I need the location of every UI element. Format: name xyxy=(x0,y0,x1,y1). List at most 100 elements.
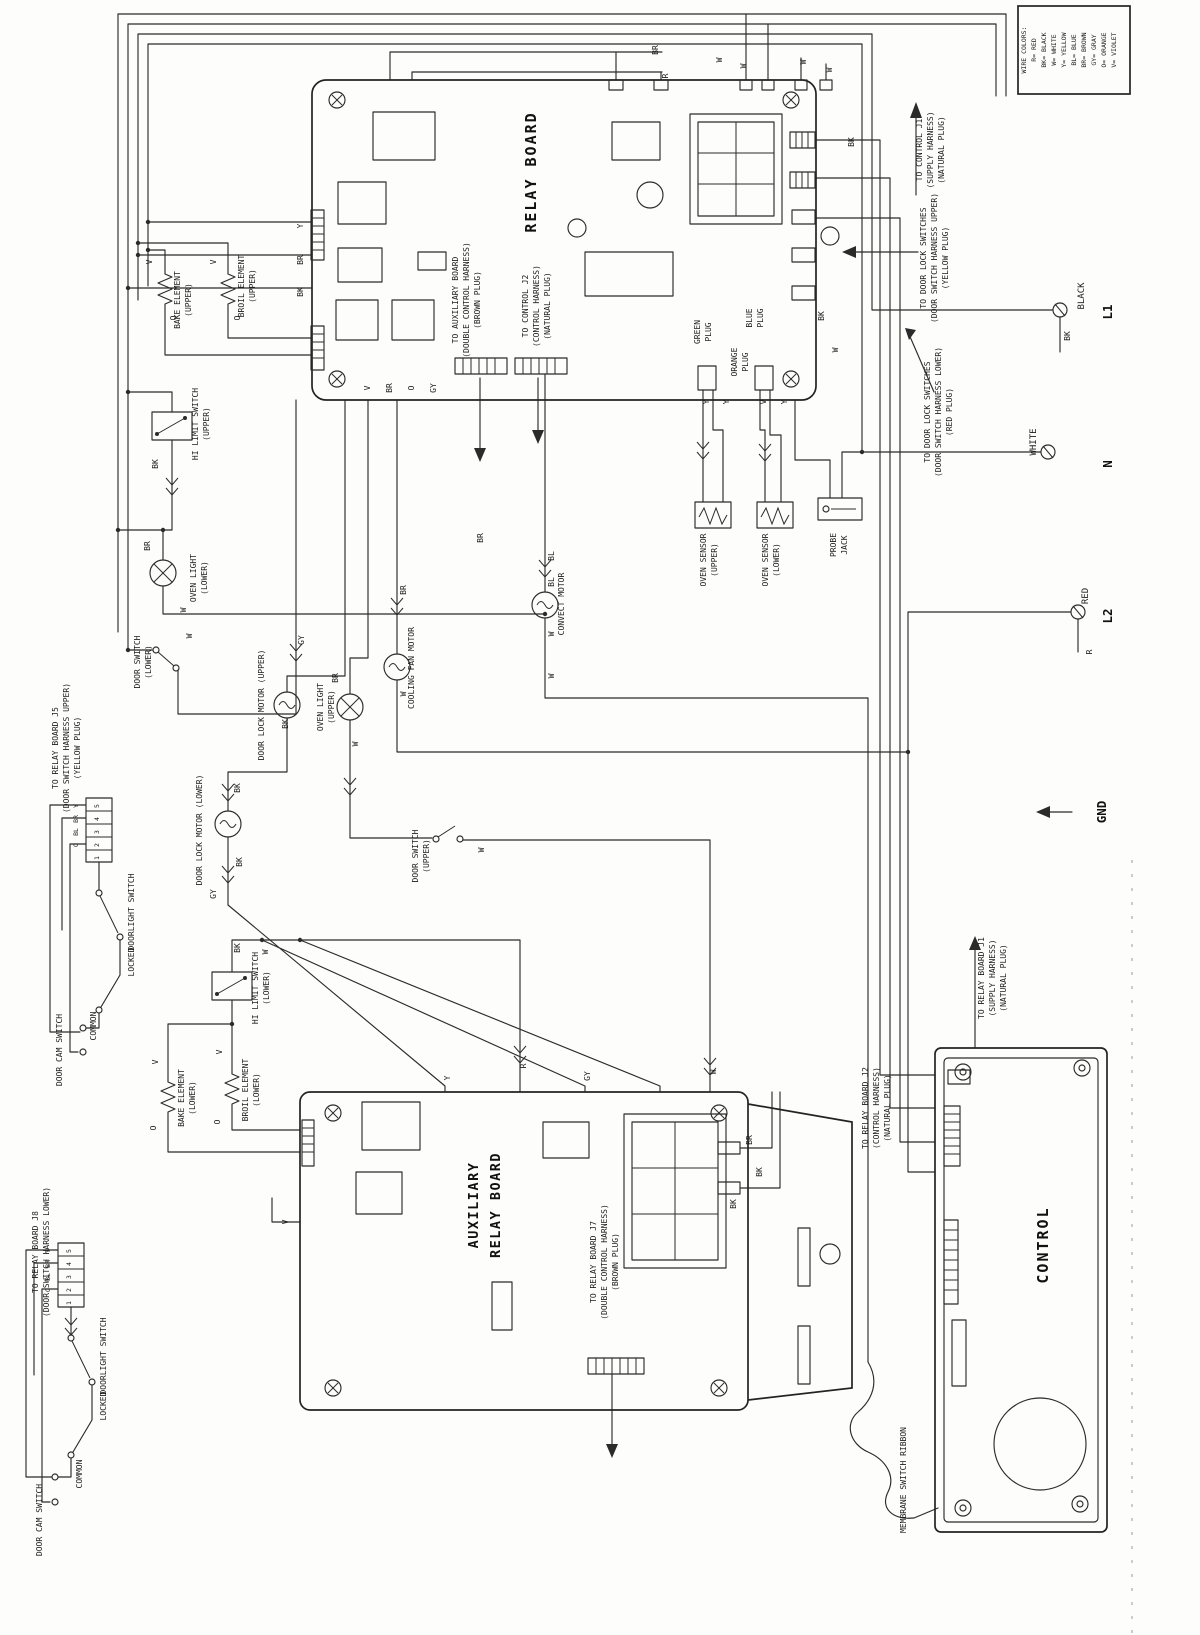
wire-label: Y xyxy=(296,223,305,228)
svg-text:(BROWN PLUG): (BROWN PLUG) xyxy=(611,1233,620,1291)
svg-text:OVEN SENSOR: OVEN SENSOR xyxy=(761,533,770,586)
wire-color-legend: WIRE COLORS: R= RED BK= BLACK W= WHITE Y… xyxy=(1017,5,1131,95)
svg-text:(LOWER): (LOWER) xyxy=(772,543,781,577)
svg-text:DOOR LOCK MOTOR (LOWER): DOOR LOCK MOTOR (LOWER) xyxy=(195,775,204,886)
leader-arrows xyxy=(474,102,1050,1458)
wire-label: GY xyxy=(583,1071,592,1081)
annotation-membrane-ribbon: MEMBRANE SWITCH RIBBON xyxy=(899,1427,908,1533)
svg-text:(DOUBLE CONTROL HARNESS): (DOUBLE CONTROL HARNESS) xyxy=(462,242,471,358)
wire-label: Y xyxy=(44,1249,52,1253)
svg-text:CONVECT MOTOR: CONVECT MOTOR xyxy=(557,573,566,636)
mounting-ear xyxy=(1071,1495,1089,1513)
screw-icon xyxy=(324,1379,342,1397)
wire-label: BL xyxy=(72,828,80,836)
wire-label: Y xyxy=(722,399,731,404)
broil-element-lower: BROIL ELEMENT (LOWER) xyxy=(224,1059,261,1121)
terminal-l1: BLACK L1 BK xyxy=(1052,282,1115,341)
annotation-green-plug: GREEN xyxy=(693,320,702,344)
wire-label: BR xyxy=(72,815,80,823)
door-lock-motor-lower: DOOR LOCK MOTOR (LOWER) xyxy=(195,775,242,886)
display-module xyxy=(689,113,783,225)
screw-icon xyxy=(782,91,800,109)
svg-text:L1: L1 xyxy=(1100,304,1115,319)
annotation-relay-j8: TO RELAY BOARD J8 xyxy=(31,1211,40,1293)
svg-text:R: R xyxy=(1085,649,1094,654)
wire-label: V xyxy=(281,1219,290,1224)
junction-dots xyxy=(115,219,911,1027)
probe-jack: PROBE JACK xyxy=(817,497,863,557)
svg-text:HI LIMIT SWITCH: HI LIMIT SWITCH xyxy=(251,952,260,1024)
svg-text:(SUPPLY HARNESS): (SUPPLY HARNESS) xyxy=(926,111,935,188)
wire-label: W xyxy=(709,1069,718,1074)
wire-label: GY xyxy=(297,635,306,645)
speaker-hole xyxy=(993,1397,1087,1491)
svg-text:(BROWN PLUG): (BROWN PLUG) xyxy=(473,271,482,329)
wire-label: W xyxy=(179,607,188,612)
svg-text:(UPPER): (UPPER) xyxy=(327,690,336,724)
wire-label: Y xyxy=(780,399,789,404)
hi-limit-switch-upper: HI LIMIT SWITCH (UPPER) xyxy=(151,388,211,460)
wire-label: BR xyxy=(44,1260,52,1268)
svg-text:BROIL ELEMENT: BROIL ELEMENT xyxy=(237,255,246,318)
wire-label: BK xyxy=(233,943,242,953)
wire-labels: BR R W W W W BK BK W Y BR BK V O V O BK … xyxy=(44,45,856,1292)
svg-text:(UPPER): (UPPER) xyxy=(248,269,257,303)
wire-label: W xyxy=(739,63,748,68)
svg-text:HI LIMIT SWITCH: HI LIMIT SWITCH xyxy=(191,388,200,460)
svg-text:(DOOR SWITCH HARNESS LOWER): (DOOR SWITCH HARNESS LOWER) xyxy=(934,347,943,477)
oven-sensor-upper: OVEN SENSOR (UPPER) xyxy=(694,501,732,586)
door-lock-motor-upper: DOOR LOCK MOTOR (UPPER) xyxy=(257,650,301,760)
door-switch-upper: DOOR SWITCH (UPPER) xyxy=(411,825,464,882)
wire-label: BR xyxy=(651,45,660,55)
relay-board: RELAY BOARD xyxy=(310,79,840,401)
svg-text:4: 4 xyxy=(65,1262,73,1266)
annotation-relay-j5: TO RELAY BOARD J5 xyxy=(51,707,60,789)
svg-text:4: 4 xyxy=(93,817,101,821)
svg-text:JACK: JACK xyxy=(840,535,849,554)
wire-label: O xyxy=(72,843,80,847)
svg-text:(CONTROL HARNESS): (CONTROL HARNESS) xyxy=(532,265,541,347)
svg-text:DOOR SWITCH: DOOR SWITCH xyxy=(411,829,420,882)
svg-text:N: N xyxy=(1100,460,1115,468)
connector-strip xyxy=(454,357,508,375)
annotation-to-control-j1: TO CONTROL J1 xyxy=(915,119,924,182)
wire-label: GY xyxy=(209,889,218,899)
svg-text:BAKE ELEMENT: BAKE ELEMENT xyxy=(177,1069,186,1127)
wire-label: V xyxy=(151,1059,160,1064)
bake-element-lower: BAKE ELEMENT (LOWER) xyxy=(160,1069,197,1127)
svg-text:2: 2 xyxy=(93,843,101,847)
wire-label: O xyxy=(407,385,416,390)
annotation-to-control-j2: TO CONTROL J2 xyxy=(521,275,530,338)
svg-text:R= RED: R= RED xyxy=(1030,38,1038,62)
wire-label: W xyxy=(799,59,808,64)
svg-text:COMMON: COMMON xyxy=(89,1011,98,1040)
wire-label: O xyxy=(149,1125,158,1130)
wire-label: BR xyxy=(476,533,485,543)
wire-label: W xyxy=(477,847,486,852)
wire-label: W xyxy=(261,949,270,954)
svg-text:BAKE ELEMENT: BAKE ELEMENT xyxy=(173,271,182,329)
svg-text:(UPPER): (UPPER) xyxy=(184,283,193,317)
screw-icon xyxy=(324,1104,342,1122)
svg-text:GY= GRAY: GY= GRAY xyxy=(1090,34,1098,65)
mounting-ear xyxy=(1073,1059,1091,1077)
wire-label: BK xyxy=(233,783,242,793)
screw-icon xyxy=(328,91,346,109)
terminal-gnd: GND xyxy=(1094,801,1109,824)
wire-label: W xyxy=(547,631,556,636)
wire-label: BK xyxy=(755,1167,764,1177)
wire-label: V xyxy=(759,399,768,404)
wire-label: BR xyxy=(296,255,305,265)
wire-label: O xyxy=(44,1288,52,1292)
svg-text:COOLING FAN MOTOR: COOLING FAN MOTOR xyxy=(407,627,416,709)
broil-element-upper: BROIL ELEMENT (UPPER) xyxy=(220,255,257,318)
annotation-to-aux-board: TO AUXILIARY BOARD xyxy=(451,256,460,343)
screw-icon xyxy=(710,1379,728,1397)
wire-label: BR xyxy=(331,673,340,683)
power-terminals: BLACK L1 BK WHITE N RED L2 R GND xyxy=(1029,282,1115,823)
wire-label: BR xyxy=(399,585,408,595)
svg-text:(LOWER): (LOWER) xyxy=(188,1081,197,1115)
wire-label: Y xyxy=(443,1075,452,1080)
wire-label: O xyxy=(213,1119,222,1124)
